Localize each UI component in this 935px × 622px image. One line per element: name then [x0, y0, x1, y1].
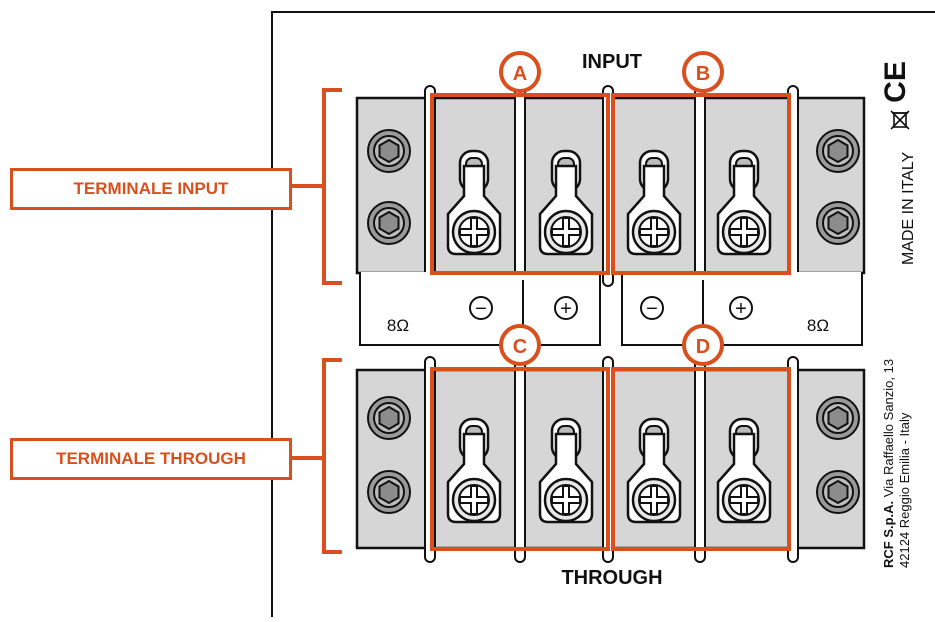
polarity-label-plate: − + − + 8Ω 8Ω [359, 272, 863, 346]
company-name: RCF S.p.A. [881, 501, 896, 568]
marker-a: A [499, 51, 541, 93]
plus-circle-icon [554, 296, 578, 320]
callout-brackets [290, 88, 342, 554]
callout-through-label: TERMINALE THROUGH [56, 449, 246, 468]
highlight-c [430, 367, 610, 551]
hex-screw-icon [816, 396, 860, 440]
hex-screw-icon [816, 129, 860, 173]
minus-symbol: − [475, 298, 487, 320]
company-street: Via Raffaello Sanzio, 13 [881, 359, 896, 497]
company-city: 42124 Reggio Emilia - Italy [897, 412, 912, 568]
marker-d: D [682, 324, 724, 366]
hex-screw-icon [367, 201, 411, 245]
plus-symbol: + [735, 298, 747, 320]
minus-symbol: − [646, 298, 658, 320]
ce-mark-icon: CE [879, 61, 912, 103]
through-bracket [322, 358, 342, 554]
svg-text:C: C [513, 336, 527, 358]
weee-bin-icon [890, 110, 910, 130]
company-line-1: RCF S.p.A. Via Raffaello Sanzio, 13 [881, 359, 896, 568]
plus-circle-icon [729, 296, 753, 320]
minus-circle-icon [640, 296, 664, 320]
highlight-d [611, 367, 791, 551]
hex-screw-icon [367, 396, 411, 440]
marker-b: B [682, 51, 724, 93]
callout-input-label: TERMINALE INPUT [73, 179, 229, 198]
impedance-left: 8Ω [387, 316, 409, 335]
input-header: INPUT [582, 51, 642, 73]
svg-text:CE: CE [879, 61, 912, 103]
impedance-right: 8Ω [807, 316, 829, 335]
panel-border [271, 11, 935, 617]
plus-symbol: + [560, 298, 572, 320]
marker-c: C [499, 324, 541, 366]
callout-terminale-through: TERMINALE THROUGH [10, 438, 292, 480]
hex-screw-icon [367, 470, 411, 514]
highlight-boxes [430, 93, 791, 551]
through-terminal-block [355, 356, 866, 563]
svg-text:A: A [513, 63, 527, 85]
hex-screw-icon [816, 201, 860, 245]
made-in-italy: MADE IN ITALY [900, 151, 917, 265]
highlight-b [611, 93, 791, 275]
minus-circle-icon [469, 296, 493, 320]
input-bracket [322, 88, 342, 285]
svg-text:B: B [696, 63, 710, 85]
input-terminal-block [355, 85, 866, 287]
highlight-a [430, 93, 610, 275]
hex-screw-icon [367, 129, 411, 173]
hex-screw-icon [816, 470, 860, 514]
callout-terminale-input: TERMINALE INPUT [10, 168, 292, 210]
through-header: THROUGH [561, 567, 662, 589]
svg-text:D: D [696, 336, 710, 358]
